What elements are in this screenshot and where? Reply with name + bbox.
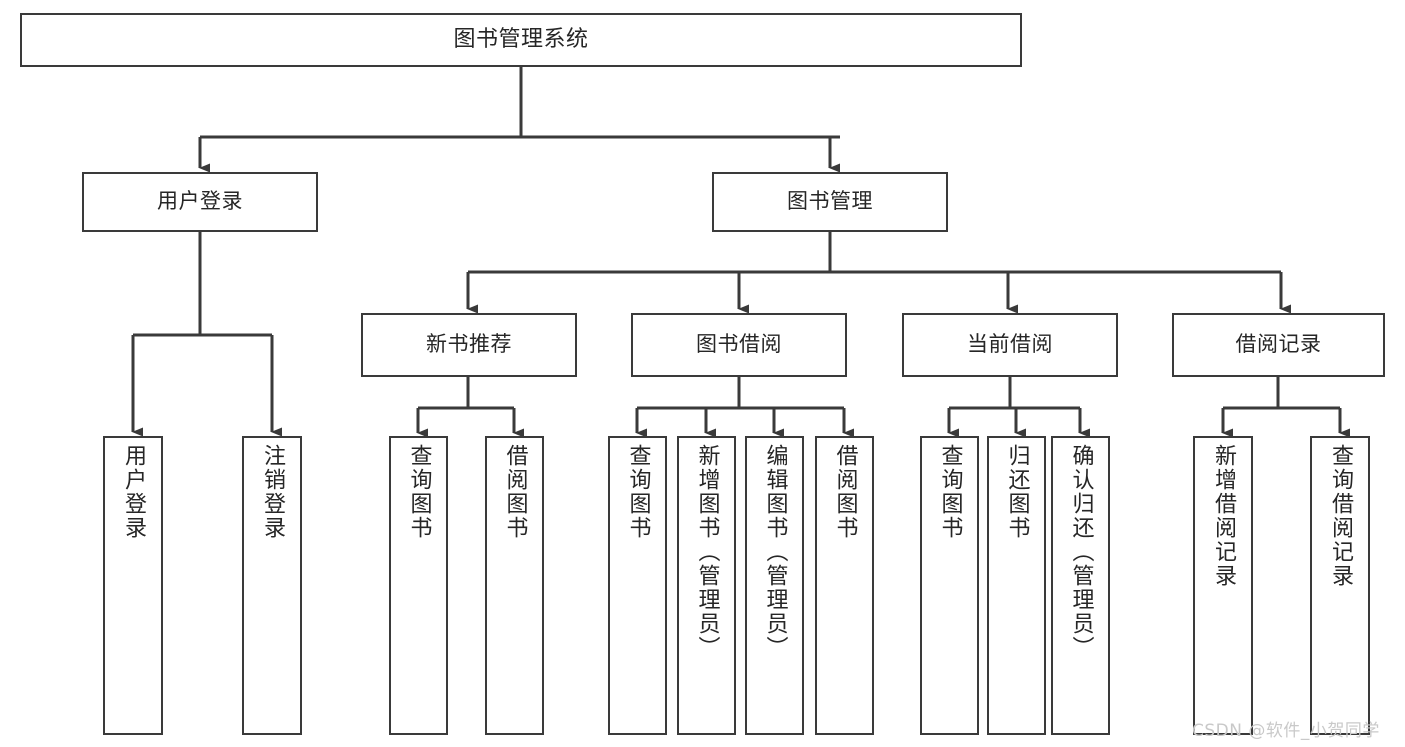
node-leaf-query-borrow-record[interactable]: 查询借阅记录 (1310, 436, 1370, 735)
node-label: 查询图书 (625, 444, 651, 540)
node-label: 借阅记录 (1235, 332, 1322, 357)
node-label: 图书管理系统 (453, 26, 589, 52)
node-label: 确认归还（管理员） (1068, 444, 1094, 660)
node-user-login[interactable]: 用户登录 (82, 172, 318, 232)
node-leaf-query-book-recommend[interactable]: 查询图书 (389, 436, 448, 735)
node-leaf-edit-book-admin[interactable]: 编辑图书（管理员） (745, 436, 804, 735)
node-book-management[interactable]: 图书管理 (712, 172, 948, 232)
node-root-book-management-system[interactable]: 图书管理系统 (20, 13, 1022, 67)
node-label: 新书推荐 (426, 332, 512, 357)
node-leaf-confirm-return-admin[interactable]: 确认归还（管理员） (1051, 436, 1110, 735)
node-leaf-user-login[interactable]: 用户登录 (103, 436, 163, 735)
node-leaf-query-book-current[interactable]: 查询图书 (920, 436, 979, 735)
node-label: 借阅图书 (832, 444, 858, 540)
node-leaf-borrow-book-recommend[interactable]: 借阅图书 (485, 436, 544, 735)
node-label: 新增借阅记录 (1211, 444, 1236, 588)
node-book-borrow[interactable]: 图书借阅 (631, 313, 847, 377)
node-label: 用户登录 (121, 444, 146, 540)
node-label: 归还图书 (1004, 444, 1030, 540)
node-leaf-logout-login[interactable]: 注销登录 (242, 436, 302, 735)
node-label: 编辑图书（管理员） (762, 444, 788, 660)
node-leaf-query-book-borrow[interactable]: 查询图书 (608, 436, 667, 735)
node-leaf-add-borrow-record[interactable]: 新增借阅记录 (1193, 436, 1253, 735)
node-new-book-recommend[interactable]: 新书推荐 (361, 313, 577, 377)
node-leaf-borrow-book-borrow[interactable]: 借阅图书 (815, 436, 874, 735)
node-label: 查询借阅记录 (1328, 444, 1353, 588)
node-label: 查询图书 (937, 444, 963, 540)
node-leaf-add-book-admin[interactable]: 新增图书（管理员） (677, 436, 736, 735)
node-label: 新增图书（管理员） (694, 444, 720, 660)
node-label: 借阅图书 (502, 444, 528, 540)
node-current-borrow[interactable]: 当前借阅 (902, 313, 1118, 377)
node-borrow-record[interactable]: 借阅记录 (1172, 313, 1385, 377)
node-label: 查询图书 (406, 444, 432, 540)
node-label: 注销登录 (260, 444, 285, 540)
csdn-watermark: CSDN @软件_小贺同学 (1192, 721, 1380, 741)
node-label: 图书借阅 (696, 332, 782, 357)
node-label: 当前借阅 (967, 332, 1053, 357)
node-leaf-return-book[interactable]: 归还图书 (987, 436, 1046, 735)
node-label: 图书管理 (787, 189, 873, 214)
node-label: 用户登录 (157, 189, 243, 214)
